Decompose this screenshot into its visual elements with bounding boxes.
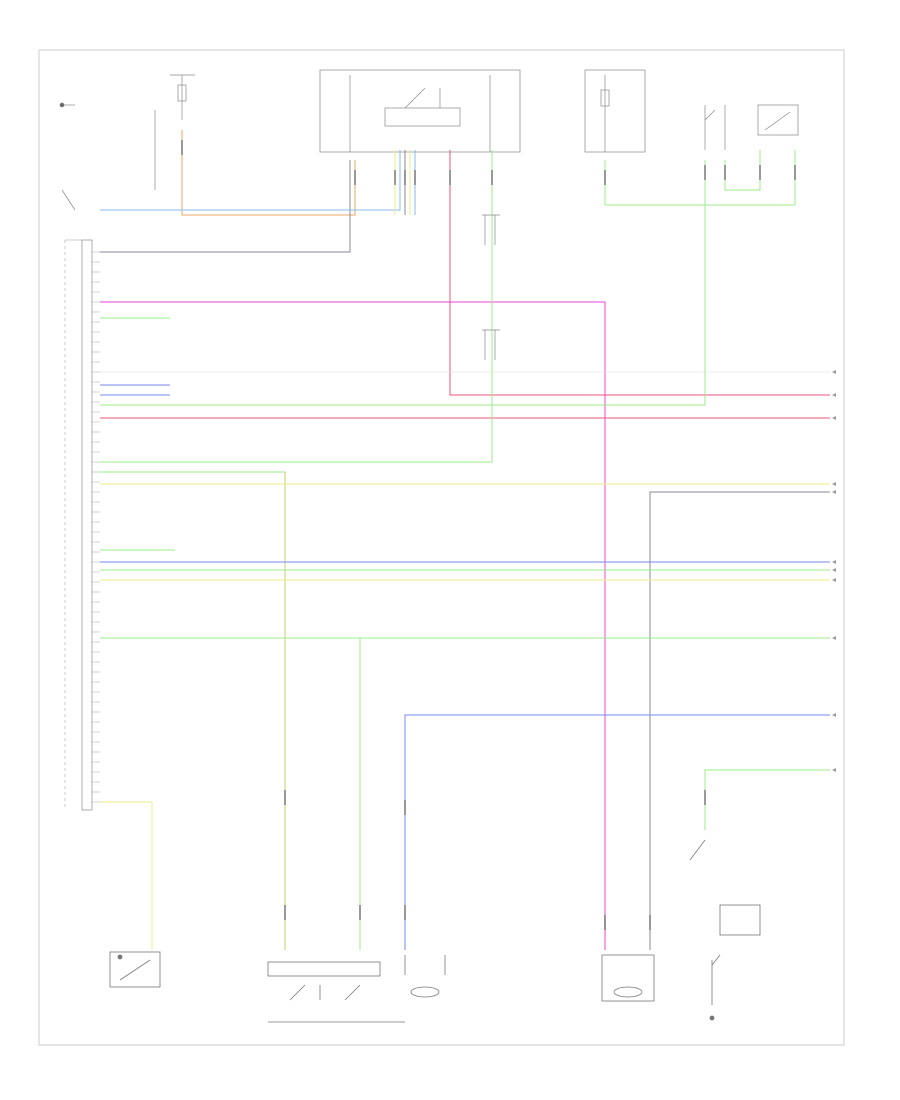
vehicle-speed-sensor-left [404, 955, 446, 998]
brake-switch [757, 104, 799, 136]
wire-blue-lower [404, 714, 830, 950]
right-edge-arrows [832, 370, 836, 772]
neutral-switch [704, 105, 726, 150]
wire-yellow-bottom [100, 801, 153, 950]
wire-orange-top [181, 130, 356, 216]
wire-pink [100, 301, 606, 950]
relay-mid-lower [482, 329, 500, 360]
wire-green-topright [604, 150, 796, 206]
ecm-connector [64, 239, 93, 811]
wire-green-right-fuse [100, 150, 493, 463]
fuse-top-right [584, 69, 646, 153]
relay-mid-upper [482, 214, 500, 245]
fuse-box-center [319, 69, 521, 153]
wire-green-topright-2 [724, 150, 761, 191]
diagram-frame [38, 49, 845, 1046]
wire-green-right-lower [704, 769, 830, 830]
throttle-position-sensor [109, 951, 161, 988]
wire-green-mid [100, 160, 706, 406]
od-off-switch [689, 839, 761, 1021]
ecm-pins [92, 251, 100, 803]
wire-gray-top [100, 160, 351, 253]
vehicle-speed-sensor-right [601, 954, 655, 1002]
wire-red-upper [449, 150, 830, 396]
solenoid-pack [267, 961, 405, 1023]
wire-harness [100, 130, 830, 950]
fuse-top-left [170, 74, 195, 120]
wire-gray-right [649, 491, 830, 950]
od-cancel-switch [59, 102, 156, 211]
connector-marks [181, 140, 796, 930]
wire-lightblue-top [100, 150, 401, 211]
